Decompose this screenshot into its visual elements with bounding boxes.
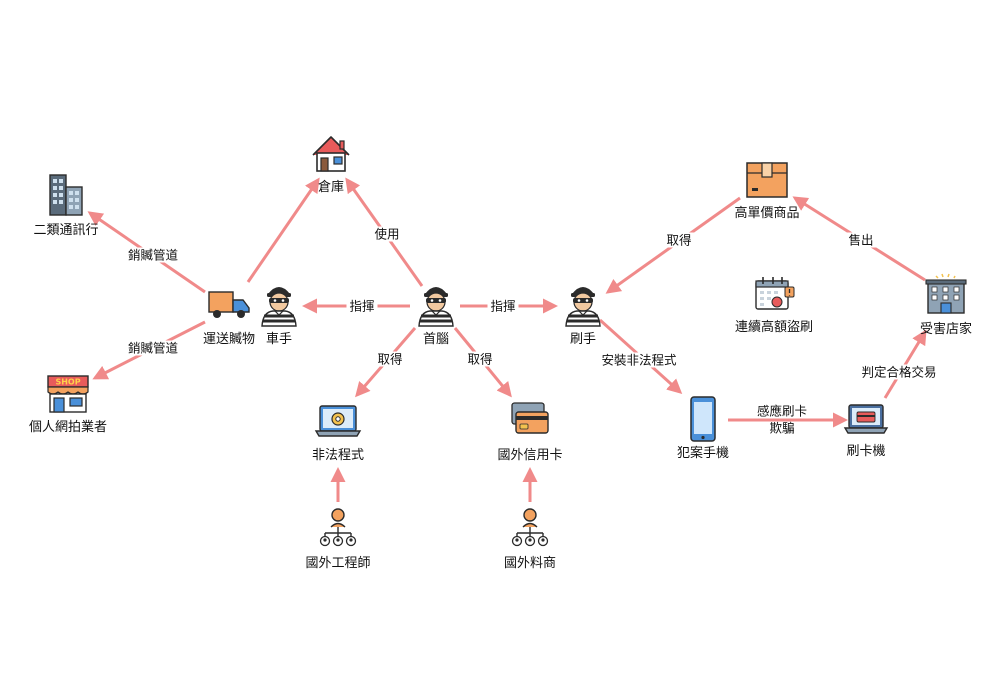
org-network-icon-vendor [511,508,549,547]
node-label-foreign-card: 國外信用卡 [497,448,563,463]
edge-label-take-goods: 取得 [663,232,695,248]
node-label-driver: 車手 [265,332,293,347]
laptop-gear-icon [314,405,362,437]
hotel-icon [925,273,967,314]
node-label-phone: 犯案手機 [676,446,730,461]
edge-label-approve: 判定合格交易 [858,364,940,380]
truck-icon [208,291,250,318]
edge-label-fence-seller: 銷贓管道 [124,340,182,356]
office-building-icon [49,174,83,216]
smartphone-icon [690,396,716,442]
node-label-continuous: 連續高額盜刷 [734,320,814,335]
package-box-icon [746,162,788,198]
edge-label-fence-telecom: 銷贓管道 [124,247,182,263]
node-label-seller: 個人網拍業者 [28,420,108,435]
edge-label-command-left: 指揮 [346,298,378,314]
house-icon [312,136,350,172]
node-label-foreign-vendor: 國外料商 [503,556,557,571]
edge-label-nfc-line1: 感應刷卡 [756,403,808,419]
calendar-alert-icon [755,277,795,310]
node-label-goods: 高單價商品 [734,206,800,221]
node-label-pos: 刷卡機 [846,444,886,459]
edge-label-nfc-line2: 欺騙 [769,420,795,436]
thief-icon-swiper [564,285,602,328]
node-label-store: 受害店家 [919,322,973,337]
credit-card-icon [511,402,549,434]
edge-transport-warehouse [246,177,320,283]
node-label-foreign-engineer: 國外工程師 [305,556,371,571]
svg-text:SHOP: SHOP [55,378,80,387]
shop-icon: SHOP [47,375,89,413]
edge-label-obtain-left: 取得 [374,351,406,367]
edge-label-sell: 售出 [845,232,877,248]
org-network-icon-engineer [319,508,357,547]
node-label-swiper: 刷手 [569,332,597,347]
node-label-transport: 運送贓物 [202,332,256,347]
edge-label-command-right: 指揮 [487,298,519,314]
node-label-warehouse: 倉庫 [317,180,345,195]
edge-label-obtain-right: 取得 [464,351,496,367]
node-label-telecom: 二類通訊行 [33,223,99,238]
thief-icon-driver [260,285,298,328]
laptop-card-icon [843,404,889,434]
edge-label-install: 安裝非法程式 [598,352,680,368]
edge-label-use: 使用 [371,226,403,242]
thief-icon-boss [417,285,455,328]
node-label-illegal-app: 非法程式 [311,448,365,463]
node-label-boss: 首腦 [422,332,450,347]
